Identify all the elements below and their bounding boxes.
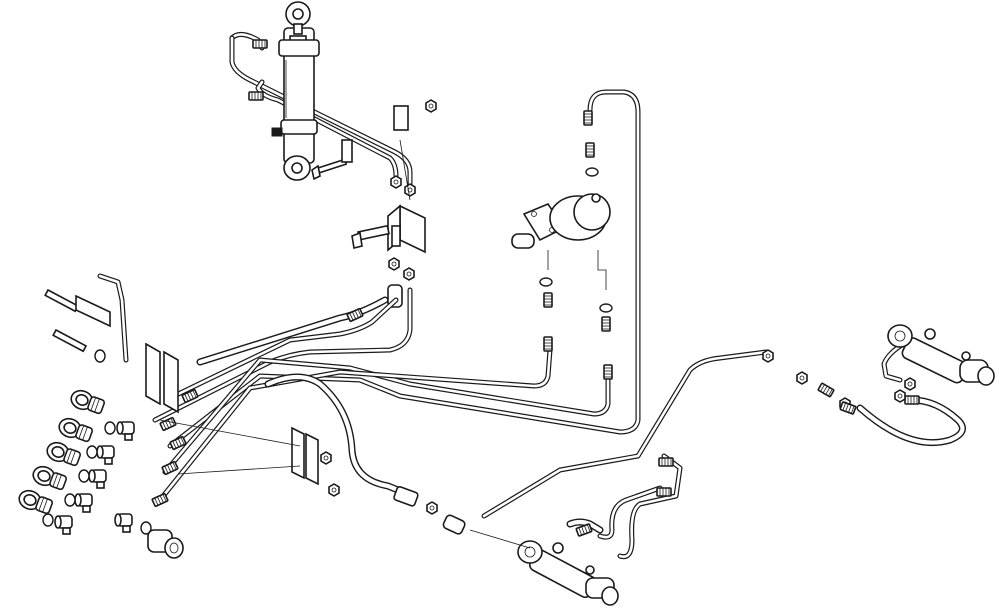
leader-lines [159, 139, 531, 549]
right-pipe-run [481, 349, 966, 519]
lower-pipe-run [566, 453, 683, 560]
quick-coupler-5 [15, 486, 55, 517]
bolt [311, 158, 348, 181]
hydraulic-motor [511, 110, 613, 332]
quick-coupler-4 [29, 462, 69, 493]
quick-coupler-3 [43, 438, 83, 469]
main-pipe-bundle [152, 89, 641, 503]
elbow-fittings [42, 421, 135, 535]
bracket-clip [341, 99, 437, 163]
long-hose-lower [264, 373, 466, 535]
lower-cylinder [517, 540, 619, 606]
right-cylinder [881, 324, 995, 403]
valve-block [351, 204, 426, 254]
lower-bracket [291, 426, 340, 497]
swivel-coupler [114, 513, 184, 559]
mounting-bolts [44, 273, 179, 414]
lift-cylinder [229, 1, 413, 188]
quick-coupler-2 [55, 414, 95, 445]
quick-coupler-1 [67, 386, 107, 417]
